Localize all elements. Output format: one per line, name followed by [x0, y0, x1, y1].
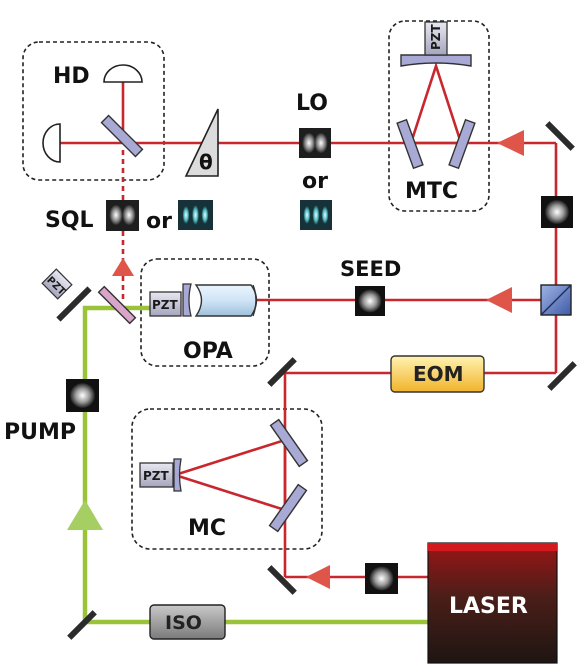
opa-output-mirror — [252, 284, 257, 317]
steer-mirror-eom-left — [267, 357, 297, 387]
iso-box: ISO — [149, 604, 226, 640]
mtc-curved-mirror — [400, 54, 472, 67]
svg-text:PZT: PZT — [429, 24, 443, 50]
laser-box: LASER — [427, 542, 558, 664]
direction-arrow-seed — [486, 287, 512, 313]
mtc-label: MTC — [405, 179, 458, 204]
hd-label: HD — [53, 64, 90, 89]
hd-beamsplitter — [100, 114, 144, 158]
mc-label: MC — [188, 516, 226, 541]
opa-label: OPA — [183, 339, 233, 364]
pump-direction-arrow — [67, 500, 103, 530]
steer-mirror-mc-bottom — [267, 565, 297, 595]
steer-mirror-pump-pzt — [56, 286, 92, 322]
pump-beam — [82, 305, 430, 625]
mc-mirror-top — [269, 418, 309, 468]
beam-profile-laser — [365, 563, 398, 594]
lo-mode-three-lobe — [300, 200, 332, 230]
theta-wedge — [184, 108, 219, 177]
steer-mirror-top-right — [545, 121, 575, 151]
lo-mode-two-lobe — [299, 128, 331, 158]
detector-left — [42, 123, 61, 163]
mtc-mirror-left — [396, 118, 424, 170]
pbs-cube — [540, 284, 572, 316]
beam-profile-pump — [66, 379, 99, 412]
svg-text:ISO: ISO — [165, 612, 202, 634]
lo-or-label: or — [302, 169, 328, 194]
beam-profile-right — [541, 196, 573, 228]
svg-text:PZT: PZT — [143, 469, 169, 483]
pump-dichroic — [97, 285, 137, 325]
mtc-mirror-right — [448, 118, 476, 170]
pump-label: PUMP — [4, 420, 76, 445]
mc-enclosure — [131, 408, 323, 550]
direction-arrow-laser — [306, 565, 330, 589]
opa-input-mirror — [182, 283, 192, 317]
theta-label: θ — [199, 150, 213, 174]
sql-mode-two-lobe — [106, 200, 139, 231]
seed-label: SEED — [340, 257, 401, 281]
opa-enclosure — [140, 258, 270, 367]
beam-profile-seed — [355, 286, 385, 316]
eom-box: EOM — [390, 355, 485, 393]
svg-text:LASER: LASER — [449, 594, 528, 619]
mirrors — [97, 114, 476, 533]
sql-label: SQL — [45, 208, 94, 233]
mc-pzt: PZT — [139, 462, 174, 488]
lo-label: LO — [296, 91, 328, 116]
steering-mirrors — [56, 121, 577, 640]
sql-or-label: or — [146, 209, 172, 234]
steer-mirror-eom-right — [547, 361, 577, 391]
mtc-pzt: PZT — [424, 21, 448, 56]
direction-arrow-lo — [497, 130, 524, 156]
direction-arrow-sql — [112, 258, 134, 276]
detector-top — [103, 64, 143, 83]
pump-pzt: PZT — [41, 268, 73, 300]
steer-mirror-pump-bottom — [67, 610, 97, 640]
mc-mirror-bottom — [268, 483, 308, 533]
mtc-enclosure — [388, 20, 490, 212]
sql-mode-three-lobe — [178, 200, 213, 230]
svg-text:PZT: PZT — [152, 298, 178, 312]
hd-enclosure — [22, 41, 165, 181]
opa-pzt: PZT — [149, 291, 182, 317]
svg-text:EOM: EOM — [413, 362, 464, 386]
mc-input-mirror — [173, 458, 182, 492]
opa-crystal — [194, 284, 258, 317]
